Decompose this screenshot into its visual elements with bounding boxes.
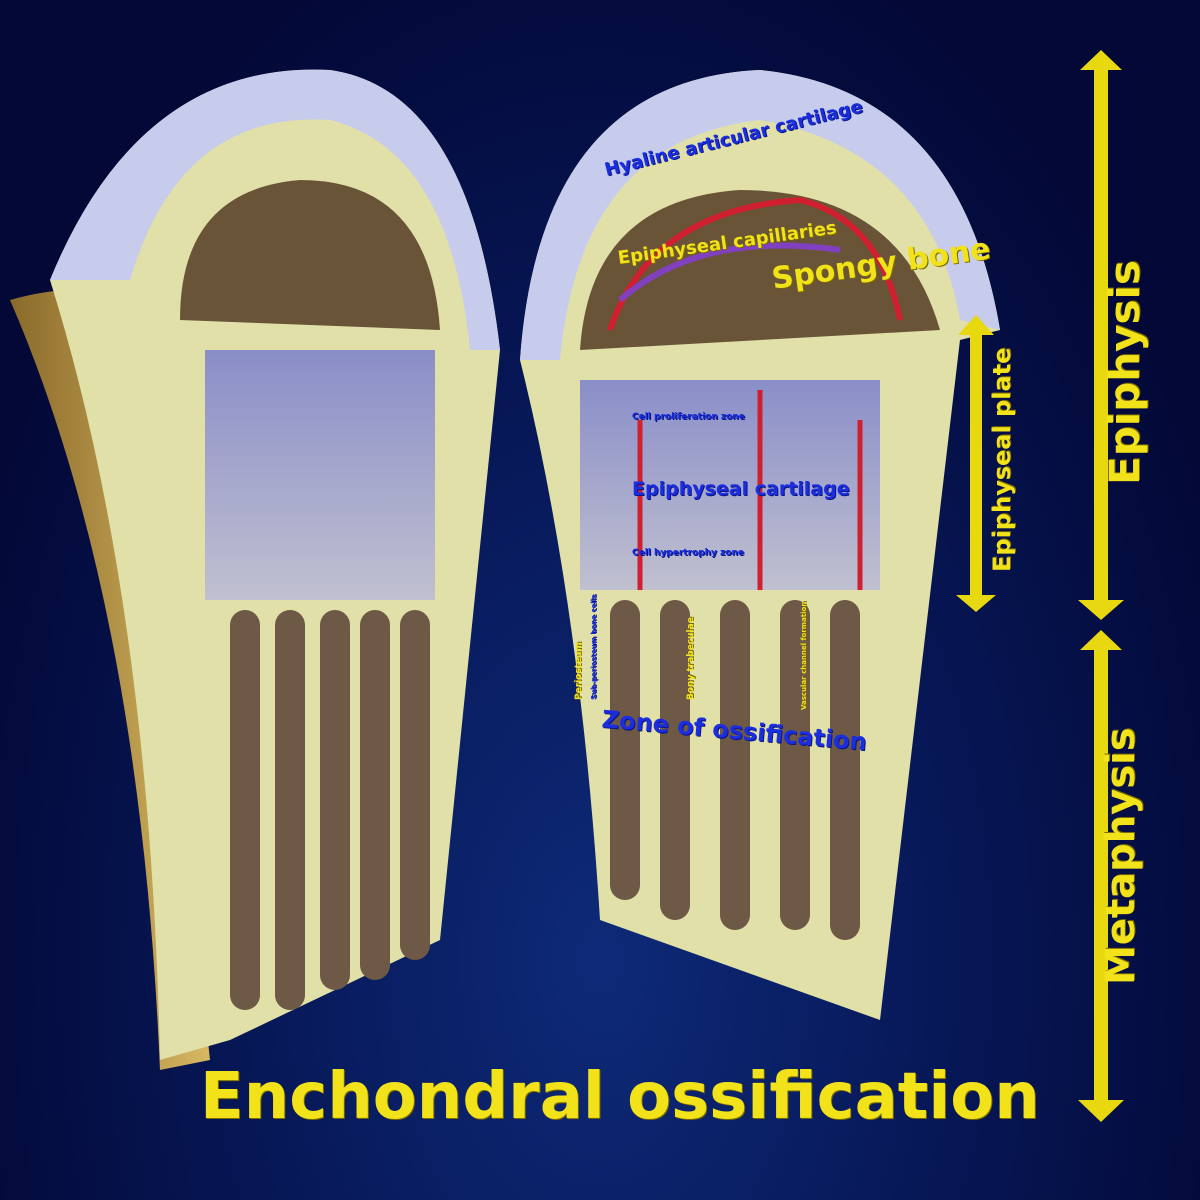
label-cell-hypertrophy-zone: Cell hypertrophy zone bbox=[632, 548, 744, 558]
label-periosteum: Periosteum bbox=[574, 642, 584, 700]
range-arrows bbox=[956, 50, 1124, 1122]
label-vascular-channel: Vascular channel formation bbox=[800, 601, 808, 710]
diagram-title: Enchondral ossification bbox=[200, 1060, 1040, 1134]
label-metaphysis: Metaphysis bbox=[1098, 727, 1144, 985]
label-sub-periosteum: Sub-periosteum bone cells bbox=[590, 594, 598, 700]
label-epiphyseal-cartilage: Epiphyseal cartilage bbox=[632, 478, 850, 500]
right-bone-half bbox=[520, 70, 1000, 1020]
label-cell-proliferation-zone: Cell proliferation zone bbox=[632, 412, 745, 422]
label-bony-trabeculae: Bony trabeculae bbox=[686, 617, 696, 700]
left-bone-half bbox=[10, 69, 500, 1070]
label-epiphyseal-plate: Epiphyseal plate bbox=[988, 347, 1016, 572]
label-epiphysis: Epiphysis bbox=[1100, 260, 1149, 485]
